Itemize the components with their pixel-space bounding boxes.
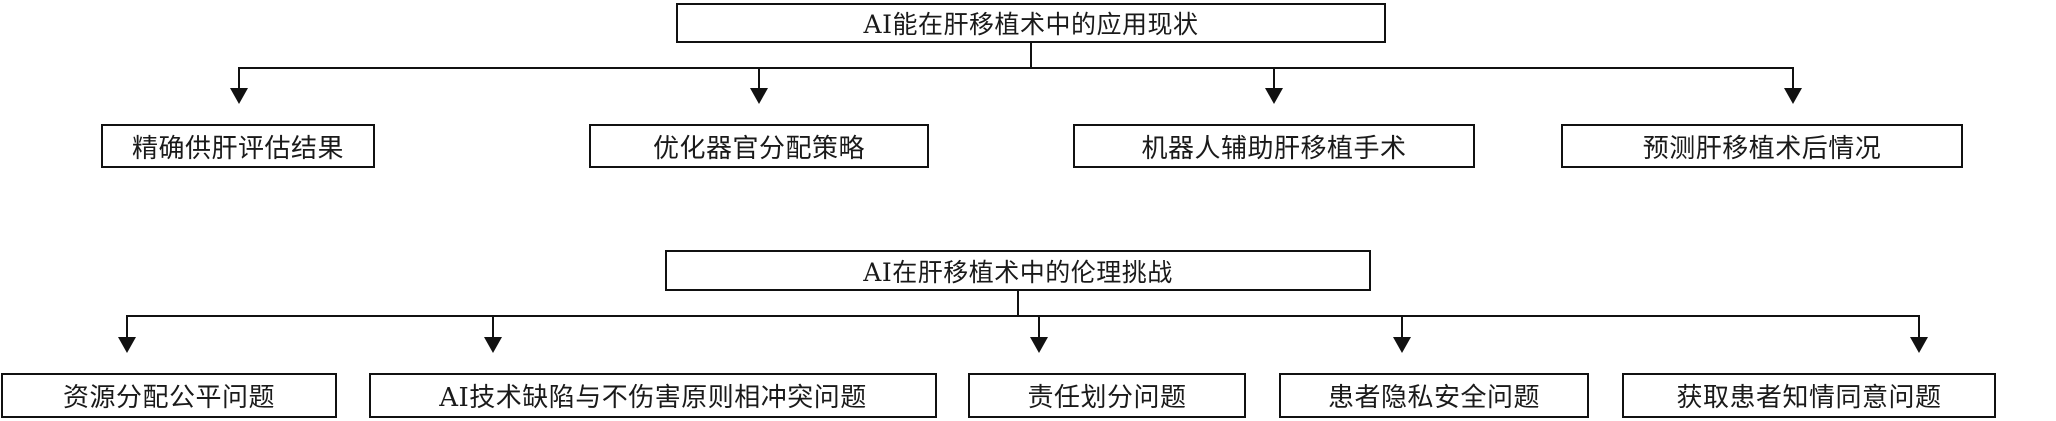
leaf-node-app-4[interactable]: 预测肝移植术后情况 — [1561, 124, 1963, 168]
connector-drop-eth-4 — [1401, 315, 1403, 339]
arrowhead-app-1 — [230, 88, 248, 104]
connector-drop-app-2 — [758, 67, 760, 90]
arrowhead-app-4 — [1784, 88, 1802, 104]
leaf-node-eth-3[interactable]: 责任划分问题 — [968, 373, 1246, 418]
arrowhead-eth-1 — [118, 337, 136, 353]
arrowhead-eth-5 — [1910, 337, 1928, 353]
root-node-ethics[interactable]: AI在肝移植术中的伦理挑战 — [665, 250, 1371, 291]
connector-drop-app-1 — [238, 67, 240, 90]
connector-root1-bus — [238, 67, 1794, 69]
connector-drop-eth-5 — [1918, 315, 1920, 339]
leaf-node-app-2[interactable]: 优化器官分配策略 — [589, 124, 929, 168]
connector-drop-app-3 — [1273, 67, 1275, 90]
leaf-node-eth-1[interactable]: 资源分配公平问题 — [1, 373, 337, 418]
leaf-node-eth-4[interactable]: 患者隐私安全问题 — [1279, 373, 1589, 418]
connector-drop-eth-3 — [1038, 315, 1040, 339]
connector-root2-bus — [126, 315, 1918, 317]
arrowhead-eth-4 — [1393, 337, 1411, 353]
arrowhead-app-2 — [750, 88, 768, 104]
arrowhead-eth-2 — [484, 337, 502, 353]
leaf-node-eth-5[interactable]: 获取患者知情同意问题 — [1622, 373, 1996, 418]
leaf-node-app-3[interactable]: 机器人辅助肝移植手术 — [1073, 124, 1475, 168]
connector-root2-stem — [1017, 291, 1019, 316]
connector-root1-stem — [1030, 43, 1032, 68]
connector-drop-eth-2 — [492, 315, 494, 339]
leaf-node-eth-2[interactable]: AI技术缺陷与不伤害原则相冲突问题 — [369, 373, 937, 418]
leaf-node-app-1[interactable]: 精确供肝评估结果 — [101, 124, 375, 168]
root-node-applications[interactable]: AI能在肝移植术中的应用现状 — [676, 3, 1386, 43]
arrowhead-app-3 — [1265, 88, 1283, 104]
arrowhead-eth-3 — [1030, 337, 1048, 353]
connector-drop-eth-1 — [126, 315, 128, 339]
connector-drop-app-4 — [1792, 67, 1794, 90]
